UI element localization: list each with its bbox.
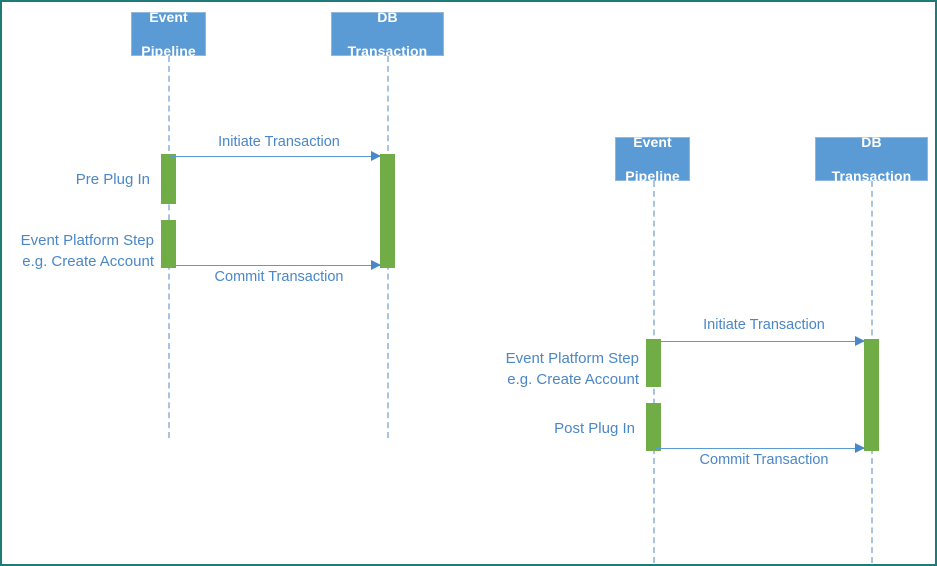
step-label-pre-plug-in: Pre Plug In	[75, 171, 150, 188]
step-label-post-plug-in: Post Plug In	[554, 420, 635, 437]
step-label-event-platform-step: Event Platform Step e.g. Create Account	[2, 230, 154, 272]
participant-label: Event Pipeline	[136, 9, 201, 60]
participant-label: Event Pipeline	[620, 134, 685, 185]
message-label-commit-transaction: Commit Transaction	[699, 452, 829, 468]
participant-label-line2: Transaction	[347, 42, 428, 59]
activation-event-platform-step	[161, 220, 176, 268]
message-arrowhead-initiate-transaction	[855, 336, 865, 346]
participant-label-line1: Event	[149, 8, 188, 25]
step-label-line2: e.g. Create Account	[22, 253, 154, 270]
step-label-line2: e.g. Create Account	[507, 371, 639, 388]
participant-label-line2: Pipeline	[141, 42, 196, 59]
message-label-commit-transaction: Commit Transaction	[214, 269, 344, 285]
step-label-line1: Event Platform Step	[505, 350, 639, 367]
participant-label-line2: Transaction	[831, 167, 912, 184]
participant-label-line1: Event	[633, 133, 672, 150]
message-arrowhead-initiate-transaction	[371, 151, 381, 161]
participant-label: DB Transaction	[336, 9, 439, 60]
participant-label: DB Transaction	[820, 134, 923, 185]
activation-post-plug-in	[646, 403, 661, 451]
participant-label-line1: DB	[377, 8, 398, 25]
participant-event-pipeline[interactable]: Event Pipeline	[615, 134, 690, 184]
participant-event-pipeline[interactable]: Event Pipeline	[131, 9, 206, 59]
participant-db-transaction[interactable]: DB Transaction	[815, 134, 928, 184]
message-label-initiate-transaction: Initiate Transaction	[703, 317, 825, 333]
participant-db-transaction[interactable]: DB Transaction	[331, 9, 444, 59]
message-line-initiate-transaction	[170, 156, 380, 157]
participant-label-line2: Pipeline	[625, 167, 680, 184]
message-label-initiate-transaction: Initiate Transaction	[218, 134, 340, 150]
message-line-commit-transaction	[170, 265, 380, 266]
participant-label-line1: DB	[861, 133, 882, 150]
message-line-initiate-transaction	[655, 341, 864, 342]
activation-db-transaction	[864, 339, 879, 451]
message-arrowhead-commit-transaction	[371, 260, 381, 270]
step-label-line1: Event Platform Step	[20, 232, 154, 249]
activation-pre-plug-in	[161, 154, 176, 204]
message-line-commit-transaction	[655, 448, 864, 449]
message-arrowhead-commit-transaction	[855, 443, 865, 453]
step-label-event-platform-step: Event Platform Step e.g. Create Account	[487, 348, 639, 390]
activation-db-transaction	[380, 154, 395, 268]
activation-event-platform-step	[646, 339, 661, 387]
